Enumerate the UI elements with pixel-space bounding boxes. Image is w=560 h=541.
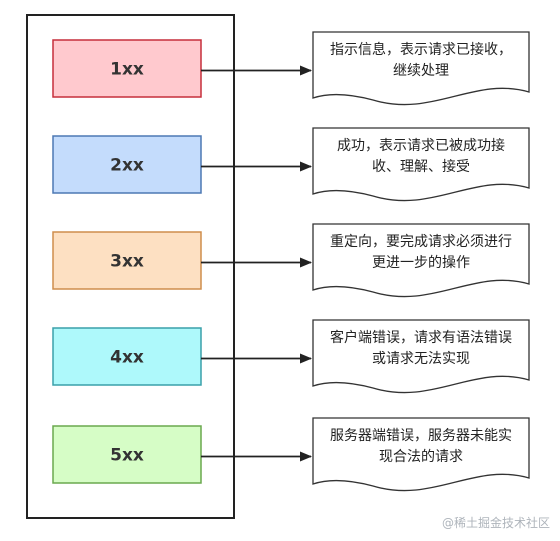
status-code-label: 5xx <box>110 446 144 466</box>
status-code-label: 2xx <box>110 156 144 176</box>
description-line: 客户端错误，请求有语法错误 <box>330 329 512 346</box>
watermark: @稀土掘金技术社区 <box>441 516 550 530</box>
description-line: 现合法的请求 <box>379 449 463 465</box>
status-box-3xx <box>52 231 202 290</box>
description-document <box>312 127 530 202</box>
description-line: 指示信息，表示请求已接收， <box>330 41 512 58</box>
status-box-1xx <box>52 39 202 98</box>
description-document <box>312 31 530 106</box>
status-group-container <box>26 14 235 519</box>
status-box-2xx <box>52 135 202 194</box>
description-line: 重定向，要完成请求必须进行 <box>330 234 512 250</box>
description-document <box>312 417 530 492</box>
description-line: 成功，表示请求已被成功接 <box>337 137 505 154</box>
description-line: 服务器端错误，服务器未能实 <box>330 428 512 444</box>
status-box-5xx <box>52 425 202 484</box>
status-code-label: 3xx <box>110 252 144 272</box>
description-line: 收、理解、接受 <box>372 158 470 175</box>
status-box-4xx <box>52 327 202 386</box>
description-line: 或请求无法实现 <box>372 351 470 367</box>
status-code-label: 1xx <box>110 60 144 80</box>
status-code-label: 4xx <box>110 348 144 368</box>
description-line: 更进一步的操作 <box>372 255 470 271</box>
description-document <box>312 319 530 394</box>
status-row-1xx: 1xx 指示信息，表示请求已接收， 继续处理 <box>52 31 530 106</box>
description-document <box>312 223 530 298</box>
description-line: 继续处理 <box>393 62 449 79</box>
